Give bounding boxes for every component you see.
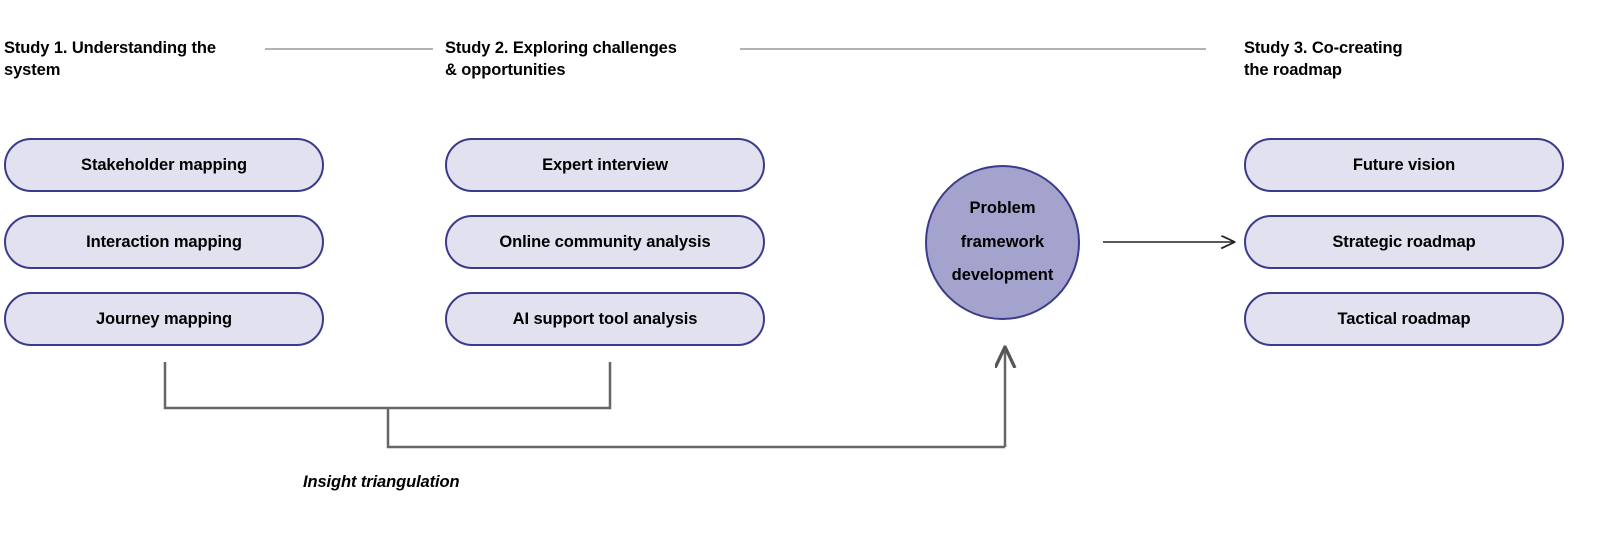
problem-framework-development-circle[interactable]: Problem framework development — [925, 165, 1080, 320]
study-1-header: Study 1. Understanding the system — [4, 39, 216, 79]
header-divider-1 — [265, 48, 433, 50]
method-box-tactical-roadmap[interactable]: Tactical roadmap — [1244, 292, 1564, 346]
triangulation-bracket-upper — [163, 362, 612, 410]
method-box-online-community-analysis[interactable]: Online community analysis — [445, 215, 765, 269]
header-divider-2 — [740, 48, 1206, 50]
method-box-future-vision[interactable]: Future vision — [1244, 138, 1564, 192]
method-box-expert-interview[interactable]: Expert interview — [445, 138, 765, 192]
triangulation-bracket-lower — [386, 408, 1005, 449]
insight-triangulation-label: Insight triangulation — [303, 473, 460, 491]
method-box-stakeholder-mapping[interactable]: Stakeholder mapping — [4, 138, 324, 192]
method-box-journey-mapping[interactable]: Journey mapping — [4, 292, 324, 346]
method-box-strategic-roadmap[interactable]: Strategic roadmap — [1244, 215, 1564, 269]
method-box-ai-support-tool-analysis[interactable]: AI support tool analysis — [445, 292, 765, 346]
method-box-interaction-mapping[interactable]: Interaction mapping — [4, 215, 324, 269]
study-2-header: Study 2. Exploring challenges & opportun… — [445, 39, 677, 79]
study-3-header: Study 3. Co-creating the roadmap — [1244, 39, 1403, 79]
